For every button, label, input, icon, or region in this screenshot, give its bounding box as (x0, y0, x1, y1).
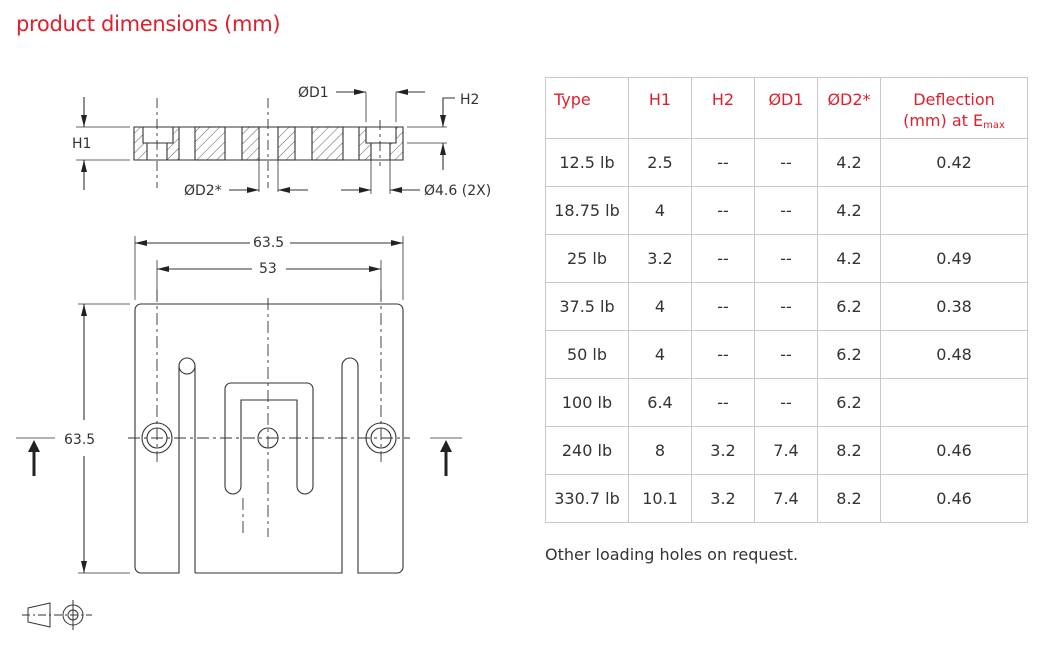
cell-h2: -- (691, 138, 755, 187)
cell-deflection: 0.46 (880, 426, 1028, 475)
section-arrow-right-icon (440, 440, 452, 476)
header-d2: ØD2* (817, 77, 881, 139)
cell-h1: 2.5 (628, 138, 692, 187)
cell-h1: 8 (628, 426, 692, 475)
cell-d1: -- (754, 378, 818, 427)
cell-d2: 6.2 (817, 282, 881, 331)
label-width-outer: 63.5 (253, 235, 284, 251)
top-view (16, 236, 462, 574)
section-arrow-left-icon (28, 440, 40, 476)
header-d1: ØD1 (754, 77, 818, 139)
cell-d1: -- (754, 330, 818, 379)
header-deflection-line2: (mm) at E (903, 111, 984, 130)
label-h2: H2 (460, 92, 479, 108)
cell-d1: 7.4 (754, 474, 818, 523)
header-deflection: Deflection (mm) at Emax (880, 77, 1028, 139)
cell-h2: -- (691, 282, 755, 331)
side-view (76, 89, 455, 194)
header-deflection-sub: max (983, 120, 1005, 131)
cell-h1: 4 (628, 282, 692, 331)
footnote: Other loading holes on request. (545, 545, 799, 564)
cell-h2: -- (691, 186, 755, 235)
cell-h2: -- (691, 234, 755, 283)
cell-h2: 3.2 (691, 474, 755, 523)
header-h1: H1 (628, 77, 692, 139)
cell-deflection: 0.42 (880, 138, 1028, 187)
label-width-inner: 53 (259, 261, 277, 277)
table-header-row: Type H1 H2 ØD1 ØD2* Deflection (mm) at E… (545, 77, 1028, 139)
technical-drawing: ØD1 H2 H1 ØD2* Ø4.6 (2X) (16, 85, 491, 630)
cell-deflection (880, 186, 1028, 235)
label-h1: H1 (72, 136, 91, 152)
cell-d1: 7.4 (754, 426, 818, 475)
cell-h1: 4 (628, 186, 692, 235)
cell-h1: 10.1 (628, 474, 692, 523)
cell-h2: -- (691, 330, 755, 379)
label-d2: ØD2* (184, 183, 222, 199)
cell-deflection (880, 378, 1028, 427)
dimensions-table: Type H1 H2 ØD1 ØD2* Deflection (mm) at E… (545, 77, 1028, 523)
cell-d2: 8.2 (817, 474, 881, 523)
projection-symbol-icon (22, 600, 92, 630)
cell-type: 18.75 lb (545, 186, 629, 235)
header-h2: H2 (691, 77, 755, 139)
cell-d2: 6.2 (817, 378, 881, 427)
cell-h1: 3.2 (628, 234, 692, 283)
cell-h1: 6.4 (628, 378, 692, 427)
label-height: 63.5 (64, 432, 95, 448)
cell-type: 330.7 lb (545, 474, 629, 523)
label-d1: ØD1 (298, 85, 329, 101)
cell-type: 50 lb (545, 330, 629, 379)
section-title: product dimensions (mm) (16, 12, 281, 36)
header-deflection-line1: Deflection (913, 90, 995, 109)
cell-type: 240 lb (545, 426, 629, 475)
cell-h2: -- (691, 378, 755, 427)
cell-d2: 4.2 (817, 234, 881, 283)
cell-d1: -- (754, 138, 818, 187)
cell-d1: -- (754, 282, 818, 331)
cell-deflection: 0.48 (880, 330, 1028, 379)
cell-deflection: 0.46 (880, 474, 1028, 523)
cell-d2: 6.2 (817, 330, 881, 379)
cell-d2: 4.2 (817, 186, 881, 235)
cell-d1: -- (754, 186, 818, 235)
cell-type: 12.5 lb (545, 138, 629, 187)
cell-type: 25 lb (545, 234, 629, 283)
cell-d2: 8.2 (817, 426, 881, 475)
cell-d2: 4.2 (817, 138, 881, 187)
cell-deflection: 0.38 (880, 282, 1028, 331)
cell-h2: 3.2 (691, 426, 755, 475)
cell-type: 37.5 lb (545, 282, 629, 331)
cell-d1: -- (754, 234, 818, 283)
cell-deflection: 0.49 (880, 234, 1028, 283)
cell-type: 100 lb (545, 378, 629, 427)
cell-h1: 4 (628, 330, 692, 379)
header-type: Type (545, 77, 629, 139)
label-hole: Ø4.6 (2X) (424, 183, 491, 199)
